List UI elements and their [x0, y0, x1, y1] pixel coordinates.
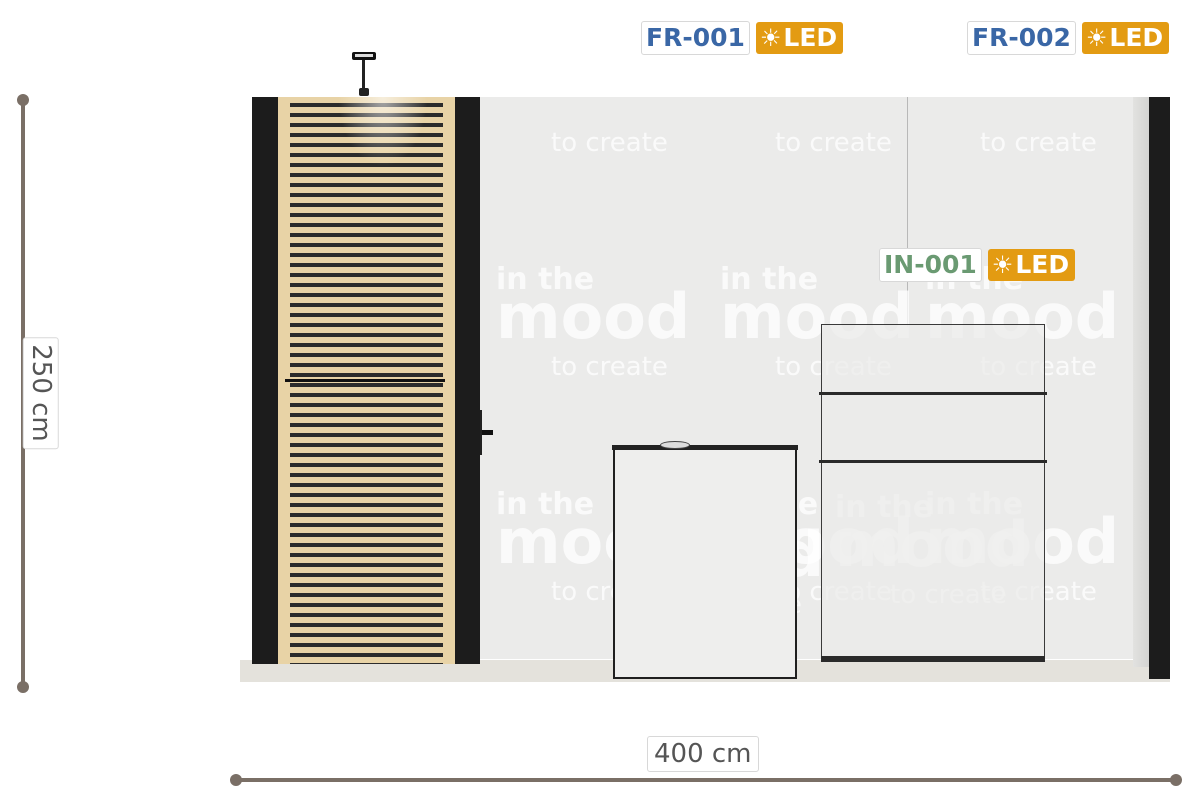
slat-panel-divider [285, 379, 445, 382]
left-frame [252, 97, 278, 664]
watermark-line3: to create [551, 128, 668, 158]
watermark-line3: to create [551, 352, 668, 382]
sun-icon: ☀ [759, 24, 782, 52]
led-label: LED [1109, 23, 1164, 52]
door-frame-column [455, 97, 480, 664]
right-side-wall [1133, 97, 1149, 667]
watermark-line1: in the [720, 262, 819, 297]
watermark-line3: to create [775, 128, 892, 158]
right-frame-post [1149, 97, 1170, 679]
watermark-line1: in the [496, 487, 595, 522]
counter-left [613, 447, 797, 679]
cabinet-shelf-2 [819, 460, 1047, 463]
led-label: LED [783, 23, 838, 52]
tag-in-001[interactable]: IN-001 ☀LED [879, 248, 1076, 282]
led-badge: ☀LED [755, 22, 844, 54]
height-dimension-end-bottom [17, 681, 29, 693]
width-dimension-line [236, 778, 1176, 782]
watermark-line1: in the [496, 262, 595, 297]
door-handle-bar [480, 410, 482, 455]
wall-panel-divider [907, 97, 908, 327]
tag-fr-001[interactable]: FR-001 ☀LED [641, 21, 844, 55]
counter-left-top [612, 445, 798, 450]
width-dimension-end-left [230, 774, 242, 786]
cabinet-shelf-1 [819, 392, 1047, 395]
watermark-line2: mood [496, 280, 691, 353]
sun-icon: ☀ [991, 251, 1014, 279]
counter-cable-hole [660, 441, 690, 449]
led-badge: ☀LED [987, 249, 1076, 281]
tag-fr-002[interactable]: FR-002 ☀LED [967, 21, 1170, 55]
door-handle [481, 430, 493, 435]
cabinet-base [821, 656, 1045, 662]
tag-code: IN-001 [879, 248, 982, 282]
width-dimension-end-right [1170, 774, 1182, 786]
led-label: LED [1015, 250, 1070, 279]
tag-code: FR-001 [641, 21, 750, 55]
led-badge: ☀LED [1081, 22, 1170, 54]
height-dimension-end-top [17, 94, 29, 106]
height-dimension-label: 250 cm [22, 337, 59, 449]
spotlight-icon [351, 52, 377, 98]
watermark-line3: to create [980, 128, 1097, 158]
tag-code: FR-002 [967, 21, 1076, 55]
width-dimension-label: 400 cm [647, 736, 759, 772]
display-cabinet [821, 324, 1045, 660]
sun-icon: ☀ [1085, 24, 1108, 52]
